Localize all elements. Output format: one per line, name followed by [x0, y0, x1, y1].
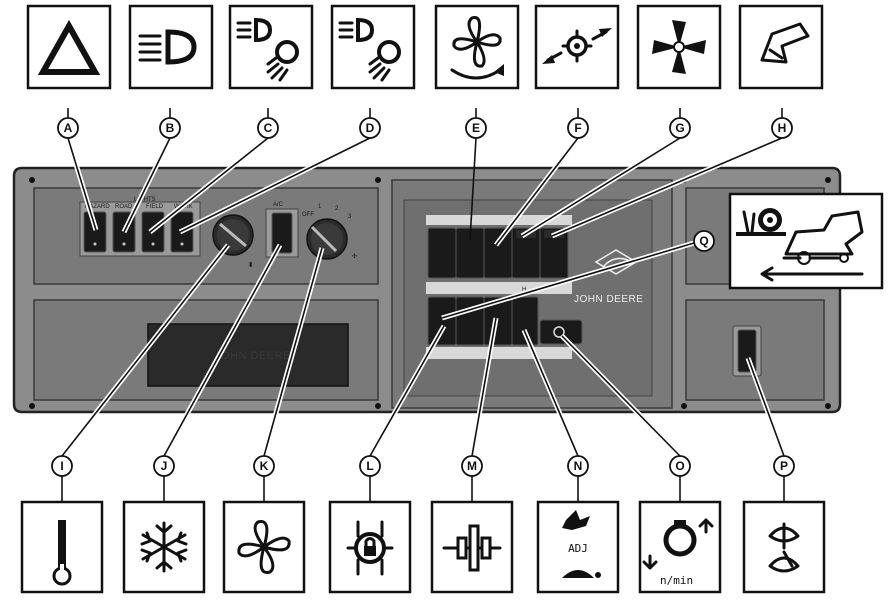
ac-switch[interactable]	[271, 212, 293, 254]
engine-speed-switch[interactable]	[539, 319, 583, 345]
svg-text:G: G	[675, 121, 684, 135]
svg-text:H: H	[778, 121, 787, 135]
svg-text:N: N	[574, 459, 583, 473]
temperature-icon	[52, 520, 72, 586]
ac-label: A/C	[273, 202, 284, 208]
symbol-box-e	[434, 4, 520, 90]
svg-text:A: A	[64, 121, 73, 135]
symbol-box-l	[328, 500, 412, 594]
svg-text:P: P	[780, 459, 788, 473]
callout-o: O	[669, 455, 691, 477]
svg-text:Q: Q	[699, 234, 708, 248]
callout-e: E	[465, 117, 487, 139]
diff-lock-switch[interactable]	[427, 296, 457, 346]
symbol-box-a	[26, 4, 112, 90]
range-high-label: H	[522, 287, 526, 293]
symbol-box-j	[122, 500, 206, 594]
symbol-box-i	[20, 500, 104, 594]
speed-adjust-icon: ADJ	[562, 510, 601, 578]
temperature-knob[interactable]	[212, 214, 254, 256]
callout-h: H	[771, 117, 793, 139]
callout-q: Q	[693, 230, 715, 252]
svg-text:E: E	[472, 121, 480, 135]
callout-k: K	[253, 455, 275, 477]
symbol-box-p	[742, 500, 826, 594]
symbol-box-m	[430, 500, 514, 594]
air-conditioning-icon	[140, 521, 188, 573]
svg-text:I: I	[60, 459, 63, 473]
field-label: FIELD	[146, 204, 164, 210]
engine-speed-icon: n/min	[642, 518, 714, 587]
unloading-auger-icon	[760, 22, 810, 64]
blank-switch-1	[427, 227, 457, 279]
svg-text:M: M	[467, 459, 477, 473]
hazard-switch[interactable]	[83, 211, 107, 253]
creep-speed-icon	[736, 208, 864, 282]
adj-text: ADJ	[568, 542, 588, 555]
lights-label: LIGHTS	[134, 197, 156, 203]
callout-d: D	[359, 117, 381, 139]
speed-adjust-switch[interactable]	[511, 296, 539, 346]
symbol-box-q	[728, 192, 884, 290]
brand-center: JOHN DEERE	[215, 350, 291, 362]
callout-f: F	[567, 117, 589, 139]
svg-text:✣: ✣	[352, 253, 357, 260]
fan-speed-knob[interactable]	[306, 218, 348, 260]
svg-text:K: K	[260, 459, 269, 473]
brand-right: JOHN DEERE	[574, 294, 643, 305]
header-adjust-switch[interactable]	[483, 227, 513, 279]
svg-text:B: B	[166, 121, 175, 135]
callout-c: C	[257, 117, 279, 139]
hazard-warning-icon	[37, 19, 101, 75]
field-lights-icon	[236, 17, 299, 82]
callout-i: I	[51, 455, 73, 477]
callout-b: B	[159, 117, 181, 139]
callout-a: A	[57, 117, 79, 139]
svg-text:C: C	[264, 121, 273, 135]
symbol-box-n: ADJ	[536, 500, 620, 594]
fan-reverse-icon	[450, 16, 504, 80]
road-label: ROAD	[115, 204, 133, 210]
rpm-text: n/min	[660, 574, 693, 587]
differential-lock-icon	[346, 520, 394, 576]
svg-text:L: L	[366, 459, 373, 473]
callout-j: J	[153, 455, 175, 477]
leader-lines	[60, 108, 787, 502]
callout-p: P	[773, 455, 795, 477]
symbol-box-b	[128, 4, 214, 90]
callout-m: M	[461, 455, 483, 477]
fan-step-1: 1	[318, 204, 322, 210]
work-lights-icon	[338, 17, 401, 82]
road-lights-icon	[138, 29, 197, 65]
hazard-label: HAZARD	[85, 204, 110, 210]
fan-off-label: OFF	[302, 212, 314, 218]
svg-text:O: O	[675, 459, 684, 473]
symbol-box-g	[636, 4, 722, 90]
svg-text:▮: ▮	[249, 262, 252, 268]
symbol-box-d	[330, 4, 416, 90]
unloading-switch[interactable]	[539, 227, 569, 279]
callout-n: N	[567, 455, 589, 477]
windshield-wiper-icon	[768, 522, 800, 573]
symbol-box-k	[222, 500, 306, 594]
rotor-icon	[652, 20, 706, 74]
svg-text:D: D	[366, 121, 375, 135]
symbol-box-o: n/min	[638, 500, 722, 594]
symbol-box-h	[738, 4, 824, 90]
callout-g: G	[669, 117, 691, 139]
svg-text:J: J	[161, 459, 168, 473]
two-speed-range-icon	[442, 524, 502, 572]
fan-step-3: 3	[348, 214, 352, 220]
blower-fan-icon	[237, 520, 291, 574]
header-adjust-icon	[542, 28, 612, 64]
callout-l: L	[359, 455, 381, 477]
symbol-box-f	[534, 4, 620, 90]
svg-text:F: F	[574, 121, 581, 135]
symbol-box-c	[228, 4, 314, 90]
fan-step-2: 2	[335, 206, 339, 212]
